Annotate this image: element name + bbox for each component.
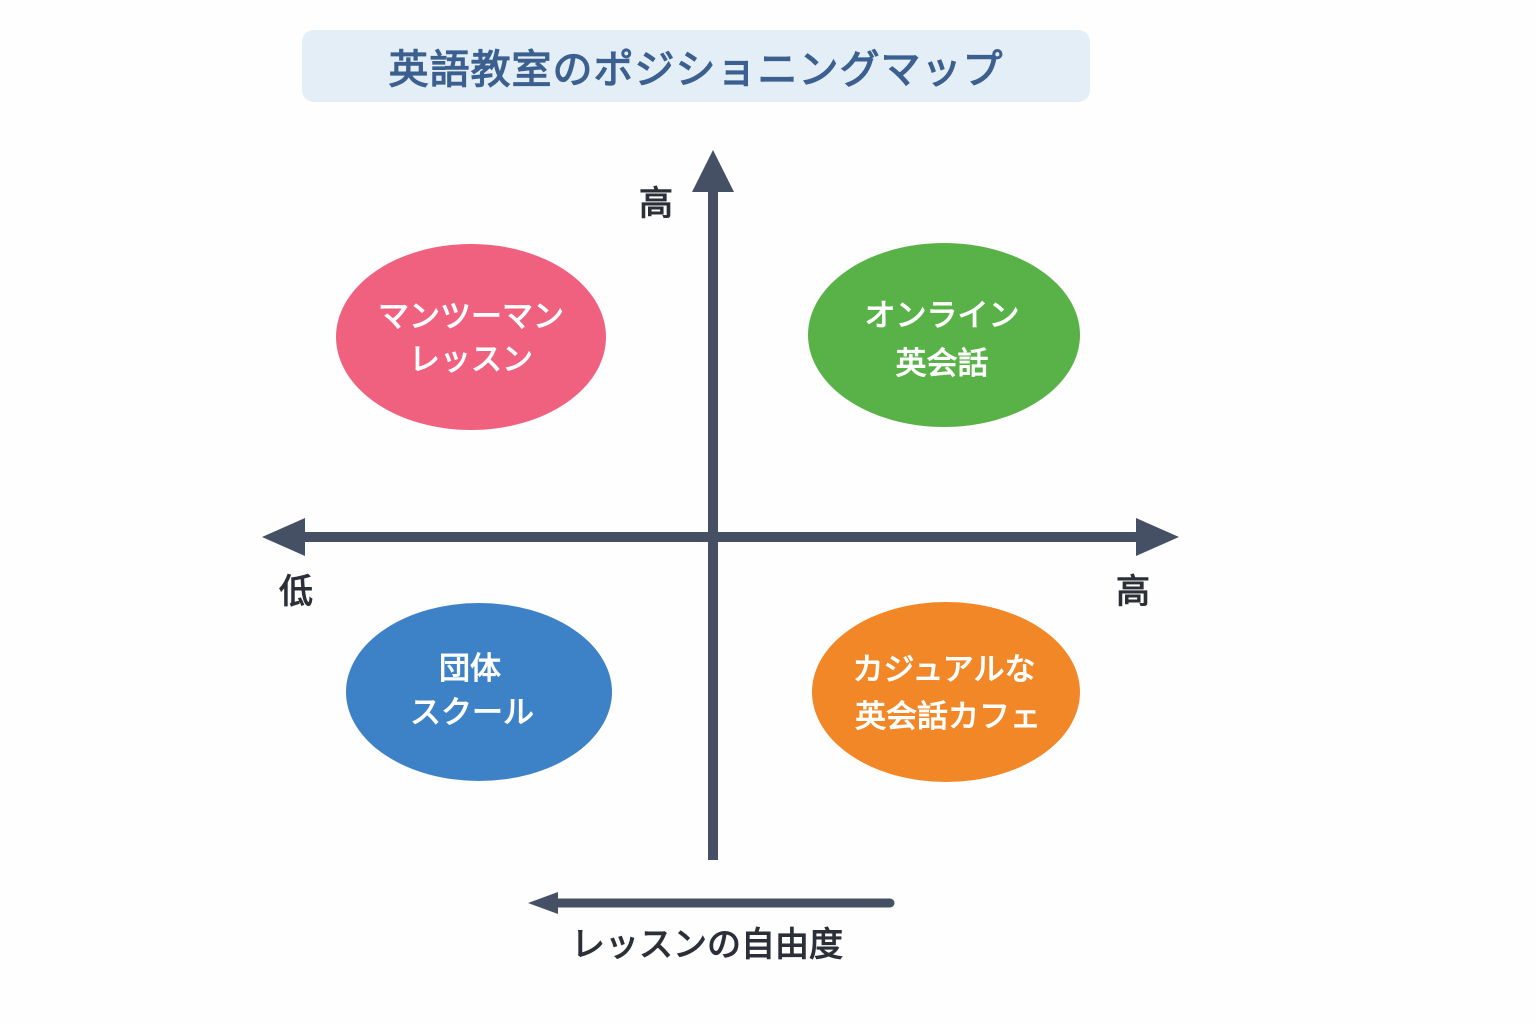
- arrow-up-icon: [692, 150, 734, 192]
- caption-arrow: [528, 892, 895, 914]
- bubble-cafe: カジュアルな 英会話カフェ: [812, 602, 1080, 782]
- arrow-left-icon: [262, 518, 305, 556]
- axis-caption: レッスンの自由度: [571, 925, 843, 965]
- arrow-right-icon: [1136, 518, 1179, 556]
- bubble-label: スクール: [410, 695, 534, 731]
- bubble-label: カジュアルな: [853, 652, 1036, 688]
- bubble-online: オンライン 英会話: [808, 243, 1080, 427]
- bubble-label: マンツーマン: [378, 299, 564, 335]
- horizontal-low-label: 低: [279, 572, 313, 612]
- vertical-axis: [692, 150, 734, 860]
- bubble-group-school: 団体 スクール: [346, 603, 612, 781]
- bubble-label: 英会話カフェ: [855, 699, 1041, 735]
- bubble-label: 団体: [439, 651, 501, 687]
- vertical-high-label: 高: [639, 184, 673, 224]
- title-banner: 英語教室のポジショニングマップ: [302, 30, 1090, 102]
- bubble-label: オンライン: [865, 298, 1020, 334]
- arrow-left-icon: [528, 892, 558, 914]
- horizontal-high-label: 高: [1116, 572, 1150, 612]
- bubble-label: レッスン: [409, 342, 533, 378]
- bubble-one-on-one: マンツーマン レッスン: [336, 244, 606, 430]
- bubble-label: 英会話: [896, 346, 989, 382]
- horizontal-axis: [262, 518, 1179, 556]
- page-title: 英語教室のポジショニングマップ: [388, 47, 1004, 93]
